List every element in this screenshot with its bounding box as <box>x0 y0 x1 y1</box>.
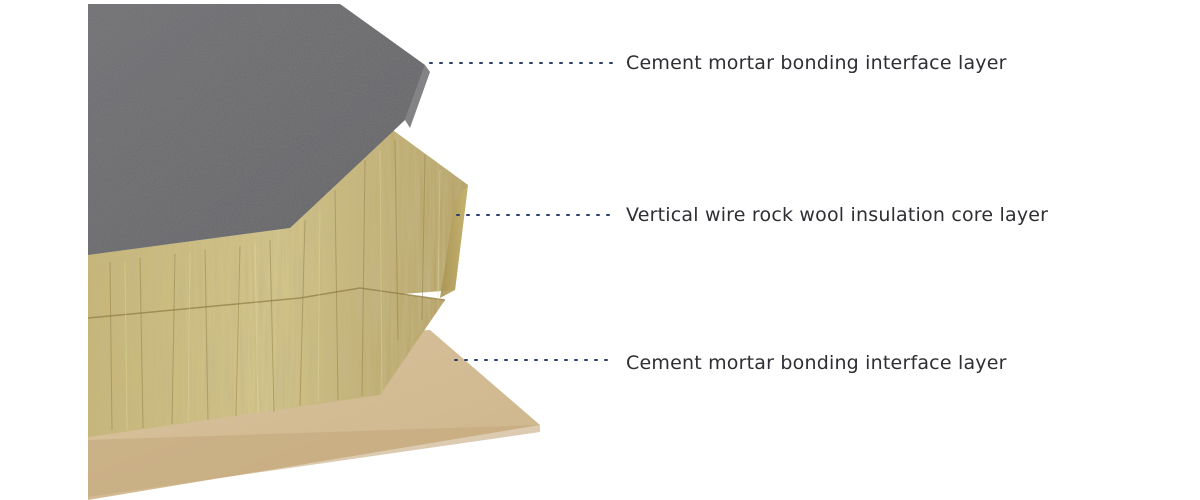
rock-wool-core-layer <box>87 128 468 437</box>
top-cement-layer <box>88 4 430 255</box>
label-top-layer: Cement mortar bonding interface layer <box>626 52 1007 74</box>
label-bottom-layer: Cement mortar bonding interface layer <box>626 352 1007 374</box>
label-core-layer: Vertical wire rock wool insulation core … <box>626 204 1049 226</box>
